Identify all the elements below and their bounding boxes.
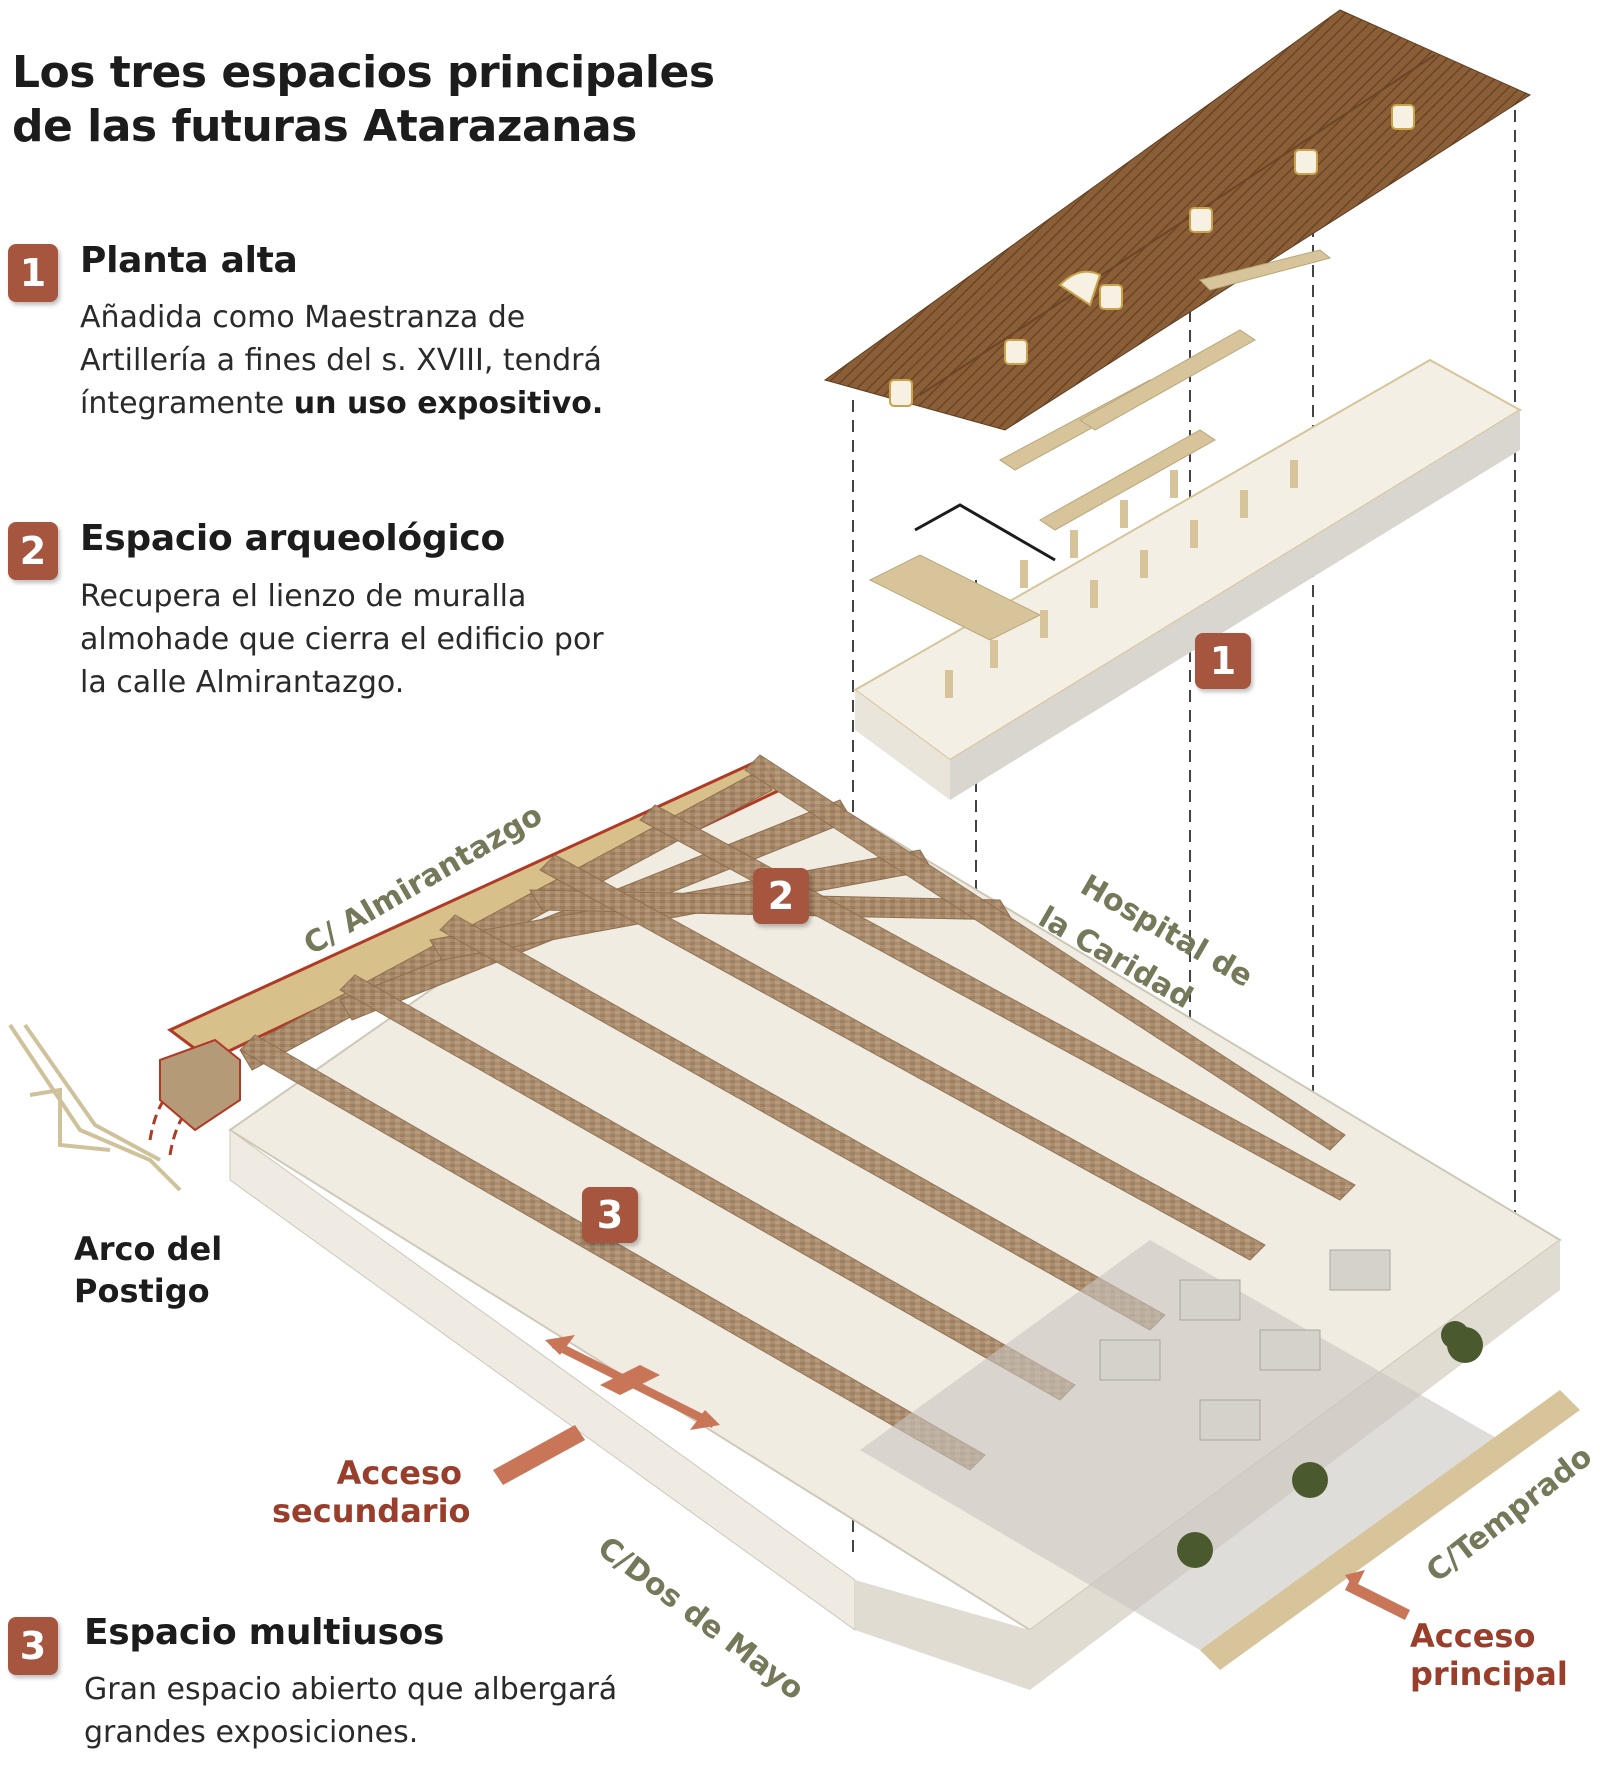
upper-floor [853, 249, 1522, 800]
access-secondary-line-2: secundario [272, 1492, 471, 1530]
section-1-body-bold: un uso expositivo. [293, 386, 604, 421]
access-secondary-arrow [493, 1335, 720, 1485]
section-1-body-line-3: íntegramente un uso expositivo. [80, 382, 603, 425]
section-1-title: Planta alta [80, 240, 298, 281]
access-secondary-line-1: Acceso [336, 1454, 462, 1492]
section-1-body-plain: íntegramente [80, 386, 294, 421]
marker-2: 2 [753, 868, 809, 924]
page-title: Los tres espacios principales de las fut… [12, 46, 715, 154]
access-main-label: Acceso principal [1410, 1617, 1568, 1693]
access-main-line-2: principal [1410, 1655, 1568, 1693]
section-2-badge: 2 [8, 522, 58, 580]
section-3-body-line-2: grandes exposiciones. [84, 1715, 419, 1750]
access-main-line-1: Acceso [1410, 1617, 1536, 1655]
section-1-body-line-2: Artillería a fines del s. XVIII, tendrá [80, 343, 602, 378]
title-line-1: Los tres espacios principales [12, 47, 715, 98]
access-main-arrow [1345, 1570, 1410, 1620]
access-secondary-label: Acceso secundario [272, 1454, 471, 1530]
section-2-body-line-2: almohade que cierra el edificio por [80, 622, 604, 657]
section-1-badge: 1 [8, 244, 58, 302]
marker-3: 3 [582, 1187, 638, 1243]
section-1-body: Añadida como Maestranza de Artillería a … [80, 296, 603, 425]
section-3-body: Gran espacio abierto que albergará grand… [84, 1668, 617, 1754]
roof [823, 9, 1532, 431]
section-2-body: Recupera el lienzo de muralla almohade q… [80, 575, 604, 704]
landmark-label-arco-del-postigo: Arco del Postigo [74, 1228, 222, 1312]
section-3-badge: 3 [8, 1617, 58, 1675]
ground-floor [8, 754, 1580, 1690]
marker-1: 1 [1195, 633, 1251, 689]
section-2-title: Espacio arqueológico [80, 518, 505, 559]
landmark-line-1: Arco del [74, 1230, 223, 1268]
section-2-body-line-1: Recupera el lienzo de muralla [80, 579, 527, 614]
section-3-title: Espacio multiusos [84, 1612, 445, 1653]
section-3-body-line-1: Gran espacio abierto que albergará [84, 1672, 618, 1707]
section-2-body-line-3: la calle Almirantazgo. [80, 665, 405, 700]
landmark-line-2: Postigo [74, 1272, 210, 1310]
section-1-body-line-1: Añadida como Maestranza de [80, 300, 526, 335]
title-line-2: de las futuras Atarazanas [12, 101, 637, 152]
